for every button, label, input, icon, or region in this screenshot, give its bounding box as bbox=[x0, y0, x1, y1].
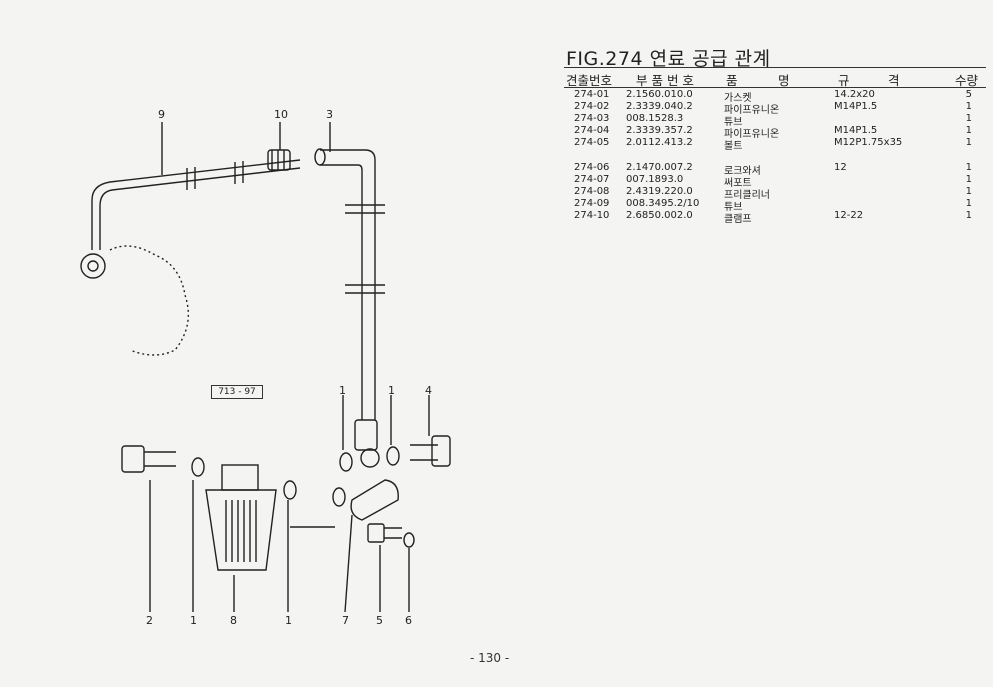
row-qty: 1 bbox=[965, 125, 972, 136]
row-name: 가스켓 bbox=[724, 93, 752, 104]
header-divider bbox=[564, 87, 986, 88]
row-spec: M14P1.5 bbox=[834, 125, 878, 136]
table-row: 274-03 008.1528.3 튜브 1 bbox=[564, 113, 986, 128]
fuel-tube-3 bbox=[320, 149, 376, 420]
row-name: 써포트 bbox=[724, 178, 752, 189]
callout-9: 9 bbox=[158, 108, 165, 121]
row-no: 274-07 bbox=[574, 174, 610, 185]
row-qty: 1 bbox=[965, 137, 972, 148]
row-no: 274-08 bbox=[574, 186, 610, 197]
figure-title: FIG.274 연료 공급 관계 bbox=[566, 48, 771, 70]
callout-1a: 1 bbox=[339, 384, 346, 397]
callout-10: 10 bbox=[274, 108, 288, 121]
row-part: 2.3339.040.2 bbox=[626, 101, 693, 112]
fuel-tube-9 bbox=[91, 159, 301, 250]
row-name: 파이프유니온 bbox=[724, 105, 780, 116]
callout-2: 2 bbox=[146, 614, 153, 627]
row-name: 튜브 bbox=[724, 202, 743, 213]
row-part: 2.0112.413.2 bbox=[626, 137, 693, 148]
row-part: 2.1560.010.0 bbox=[626, 89, 693, 100]
row-part: 2.4319.220.0 bbox=[626, 186, 693, 197]
row-no: 274-04 bbox=[574, 125, 610, 136]
row-no: 274-03 bbox=[574, 113, 610, 124]
support-7 bbox=[350, 479, 399, 521]
callout-7: 7 bbox=[342, 614, 349, 627]
row-part: 008.3495.2/10 bbox=[626, 198, 700, 209]
row-name: 로크와셔 bbox=[724, 166, 761, 177]
callout-1c: 1 bbox=[190, 614, 197, 627]
row-part: 2.6850.002.0 bbox=[626, 210, 693, 221]
row-name: 파이프유니온 bbox=[724, 129, 780, 140]
col-header-name-b: 명 bbox=[778, 73, 790, 88]
callout-6: 6 bbox=[405, 614, 412, 627]
col-header-part: 부 품 번 호 bbox=[636, 73, 694, 88]
table-row: 274-10 2.6850.002.0 클램프 12-22 1 bbox=[564, 210, 986, 225]
row-qty: 1 bbox=[965, 113, 972, 124]
row-qty: 1 bbox=[965, 186, 972, 197]
row-part: 2.1470.007.2 bbox=[626, 162, 693, 173]
row-qty: 1 bbox=[965, 198, 972, 209]
callout-5: 5 bbox=[376, 614, 383, 627]
row-spec: M12P1.75x35 bbox=[834, 137, 903, 148]
callout-8: 8 bbox=[230, 614, 237, 627]
table-row: 274-09 008.3495.2/10 튜브 1 bbox=[564, 198, 986, 213]
row-name: 클램프 bbox=[724, 214, 752, 225]
row-name: 프리클리너 bbox=[724, 190, 770, 201]
table-row: 274-07 007.1893.0 써포트 1 bbox=[564, 174, 986, 189]
row-part: 008.1528.3 bbox=[626, 113, 684, 124]
row-no: 274-01 bbox=[574, 89, 610, 100]
row-name: 튜브 bbox=[724, 117, 743, 128]
row-spec: M14P1.5 bbox=[834, 101, 878, 112]
col-header-no: 견출번호 bbox=[566, 73, 613, 88]
row-no: 274-06 bbox=[574, 162, 610, 173]
row-qty: 1 bbox=[965, 101, 972, 112]
callout-1b: 1 bbox=[388, 384, 395, 397]
col-header-qty: 수량 bbox=[955, 73, 979, 88]
row-part: 007.1893.0 bbox=[626, 174, 684, 185]
page-number: - 130 - bbox=[470, 651, 510, 665]
row-qty: 1 bbox=[965, 174, 972, 185]
col-header-name-a: 품 bbox=[726, 73, 738, 88]
table-row: 274-08 2.4319.220.0 프리클리너 1 bbox=[564, 186, 986, 201]
title-divider bbox=[564, 67, 986, 68]
row-no: 274-10 bbox=[574, 210, 610, 221]
table-row: 274-02 2.3339.040.2 파이프유니온 M14P1.5 1 bbox=[564, 101, 986, 116]
clamp-10 bbox=[267, 149, 291, 171]
callout-1d: 1 bbox=[285, 614, 292, 627]
col-header-spec-a: 규 bbox=[838, 73, 850, 88]
table-row: 274-05 2.0112.413.2 볼트 M12P1.75x35 1 bbox=[564, 137, 986, 152]
table-row: 274-01 2.1560.010.0 가스켓 14.2x20 5 bbox=[564, 89, 986, 104]
row-spec: 14.2x20 bbox=[834, 89, 875, 100]
row-qty: 5 bbox=[965, 89, 972, 100]
row-no: 274-05 bbox=[574, 137, 610, 148]
row-no: 274-02 bbox=[574, 101, 610, 112]
row-part: 2.3339.357.2 bbox=[626, 125, 693, 136]
col-header-spec-b: 격 bbox=[888, 73, 900, 88]
figure-ref-code: 713 - 97 bbox=[211, 385, 263, 399]
row-spec: 12 bbox=[834, 162, 847, 173]
fuel-system-diagram bbox=[80, 122, 451, 613]
row-qty: 1 bbox=[965, 162, 972, 173]
table-row: 274-06 2.1470.007.2 로크와셔 12 1 bbox=[564, 162, 986, 177]
row-spec: 12-22 bbox=[834, 210, 864, 221]
callout-3: 3 bbox=[326, 108, 333, 121]
callout-4: 4 bbox=[425, 384, 432, 397]
row-name: 볼트 bbox=[724, 141, 743, 152]
pre-cleaner-8 bbox=[205, 489, 277, 571]
table-row: 274-04 2.3339.357.2 파이프유니온 M14P1.5 1 bbox=[564, 125, 986, 140]
row-qty: 1 bbox=[965, 210, 972, 221]
row-no: 274-09 bbox=[574, 198, 610, 209]
